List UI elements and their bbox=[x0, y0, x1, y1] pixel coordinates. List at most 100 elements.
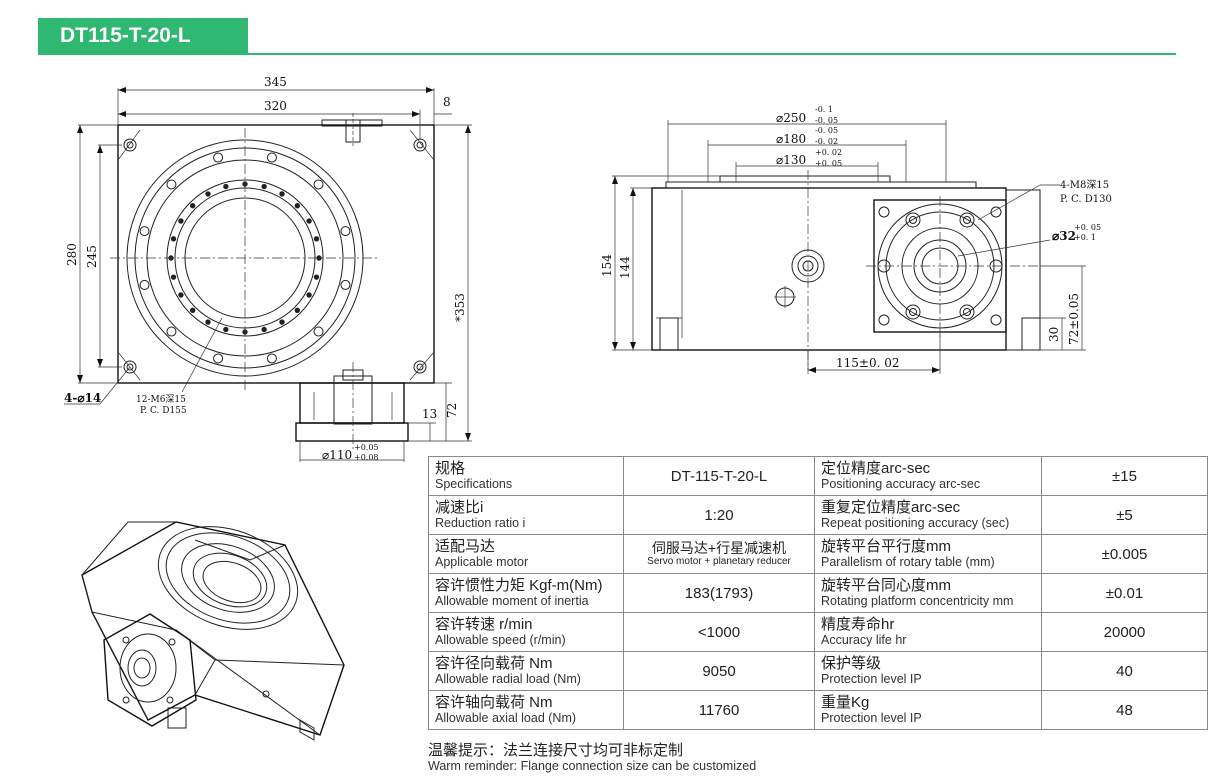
bolt-hole-inner bbox=[294, 202, 301, 209]
holes-label: 4-⌀14 bbox=[64, 391, 101, 405]
bolt-hole-outer bbox=[266, 353, 277, 364]
svg-text:+0. 05: +0. 05 bbox=[1074, 223, 1101, 232]
dia-130: ⌀130 bbox=[776, 153, 806, 167]
dia-32: ⌀32 bbox=[1052, 229, 1076, 243]
dia-110: ⌀110 bbox=[322, 448, 352, 462]
svg-text:+0.08: +0.08 bbox=[354, 453, 379, 462]
spec-value: 40 bbox=[1041, 651, 1208, 691]
spec-label-en: Reduction ratio i bbox=[435, 516, 526, 530]
bolt-hole-inner bbox=[205, 191, 211, 197]
spec-label-cn: 减速比i bbox=[435, 499, 484, 516]
spec-value: 183(1793) bbox=[623, 573, 815, 613]
dim-115: 115±0. 02 bbox=[836, 356, 900, 370]
svg-text:+0.05: +0.05 bbox=[354, 443, 379, 452]
spec-label-cn: 精度寿命hr bbox=[821, 616, 895, 633]
bolt-hole-inner bbox=[189, 202, 196, 209]
spec-label-cn: 旋转平台平行度mm bbox=[821, 538, 951, 555]
spec-label-en: Repeat positioning accuracy (sec) bbox=[821, 516, 1010, 530]
dim-345: 345 bbox=[264, 75, 287, 89]
isometric-view bbox=[81, 521, 345, 741]
bolt-hole-outer bbox=[166, 326, 177, 337]
bolt-hole-inner bbox=[178, 218, 184, 224]
spec-label-en: Protection level IP bbox=[821, 711, 922, 725]
spec-value: 20000 bbox=[1041, 612, 1208, 652]
spec-value: 48 bbox=[1041, 690, 1208, 730]
title-divider bbox=[38, 53, 1176, 55]
spec-label-en: Allowable speed (r/min) bbox=[435, 633, 566, 647]
callout-m8: 4-M8深15 bbox=[1060, 179, 1109, 191]
callout-pcd155: P. C. D155 bbox=[140, 406, 187, 416]
dim-245: 245 bbox=[85, 245, 99, 268]
spec-label-cn: 容许径向载荷 Nm bbox=[435, 655, 553, 672]
bolt-hole-inner bbox=[205, 319, 211, 325]
spec-label-en: Allowable radial load (Nm) bbox=[435, 672, 581, 686]
bolt-hole-inner bbox=[178, 292, 184, 298]
spec-label-en: Specifications bbox=[435, 477, 513, 491]
bolt-hole-inner bbox=[170, 274, 177, 280]
svg-text:-0. 05: -0. 05 bbox=[815, 126, 838, 135]
spec-label-cn: 旋转平台同心度mm bbox=[821, 577, 951, 594]
spec-label-cn: 容许惯性力矩 Kgf-m(Nm) bbox=[435, 577, 603, 594]
spec-label-cn: 容许轴向载荷 Nm bbox=[435, 694, 553, 711]
dim-72-side: 72±0.05 bbox=[1067, 293, 1081, 345]
spec-value: DT-115-T-20-L bbox=[623, 456, 815, 496]
bolt-hole-inner bbox=[189, 307, 196, 314]
bolt-hole-outer bbox=[213, 353, 224, 364]
bolt-hole-outer bbox=[313, 326, 324, 337]
spec-label-cn: 定位精度arc-sec bbox=[821, 460, 931, 477]
callout-m6: 12-M6深15 bbox=[136, 394, 186, 405]
bolt-hole-outer bbox=[340, 226, 351, 237]
spec-label-en: Accuracy life hr bbox=[821, 633, 907, 647]
bolt-hole-inner bbox=[261, 183, 267, 190]
bolt-hole-inner bbox=[306, 292, 312, 298]
bolt-hole-outer bbox=[313, 179, 324, 190]
spec-label-cn: 适配马达 bbox=[435, 538, 496, 555]
spec-value: ±15 bbox=[1041, 456, 1208, 496]
bolt-hole-inner bbox=[223, 183, 229, 190]
dim-154: 154 bbox=[600, 254, 614, 277]
warm-reminder: 温馨提示：法兰连接尺寸均可非标定制 Warm reminder: Flange … bbox=[428, 742, 756, 774]
svg-text:-0. 02: -0. 02 bbox=[815, 137, 838, 146]
spec-label-en: Allowable axial load (Nm) bbox=[435, 711, 577, 725]
bolt-hole-inner bbox=[313, 274, 320, 280]
svg-text:+0. 1: +0. 1 bbox=[1074, 233, 1096, 242]
spec-label-cn: 规格 bbox=[435, 460, 466, 477]
spec-value: 9050 bbox=[623, 651, 815, 691]
spec-value: ±0.01 bbox=[1041, 573, 1208, 613]
bolt-hole-outer bbox=[340, 279, 351, 290]
dim-72: 72 bbox=[445, 403, 459, 418]
bolt-hole-outer bbox=[139, 279, 150, 290]
bolt-hole-inner bbox=[261, 326, 267, 333]
spec-label-cn: 重量Kg bbox=[821, 694, 870, 711]
spec-label-en: Applicable motor bbox=[435, 555, 529, 569]
front-view: 345 320 8 280 245 *353 72 13 bbox=[64, 75, 472, 462]
reminder-cn: 温馨提示：法兰连接尺寸均可非标定制 bbox=[428, 742, 684, 759]
svg-text:-0. 1: -0. 1 bbox=[815, 105, 833, 114]
bolt-hole-inner bbox=[279, 191, 285, 197]
bolt-hole-outer bbox=[166, 179, 177, 190]
spec-label-en: Allowable moment of inertia bbox=[435, 594, 589, 608]
spec-label-cn: 重复定位精度arc-sec bbox=[821, 499, 961, 516]
product-title: DT115-T-20-L bbox=[38, 18, 248, 54]
spec-label-en: Positioning accuracy arc-sec bbox=[821, 477, 981, 491]
spec-label-cn: 容许转速 r/min bbox=[435, 616, 533, 633]
dim-8: 8 bbox=[443, 95, 451, 109]
bolt-hole-outer bbox=[266, 152, 277, 163]
spec-value-cn: 伺服马达+行星减速机 bbox=[651, 540, 787, 556]
spec-value: ±5 bbox=[1041, 495, 1208, 535]
spec-label-en: Parallelism of rotary table (mm) bbox=[821, 555, 995, 569]
bolt-hole-inner bbox=[223, 326, 229, 333]
dia-180: ⌀180 bbox=[776, 132, 806, 146]
dim-13: 13 bbox=[422, 407, 437, 421]
bolt-hole-inner bbox=[313, 236, 320, 242]
bolt-hole-inner bbox=[294, 307, 301, 314]
